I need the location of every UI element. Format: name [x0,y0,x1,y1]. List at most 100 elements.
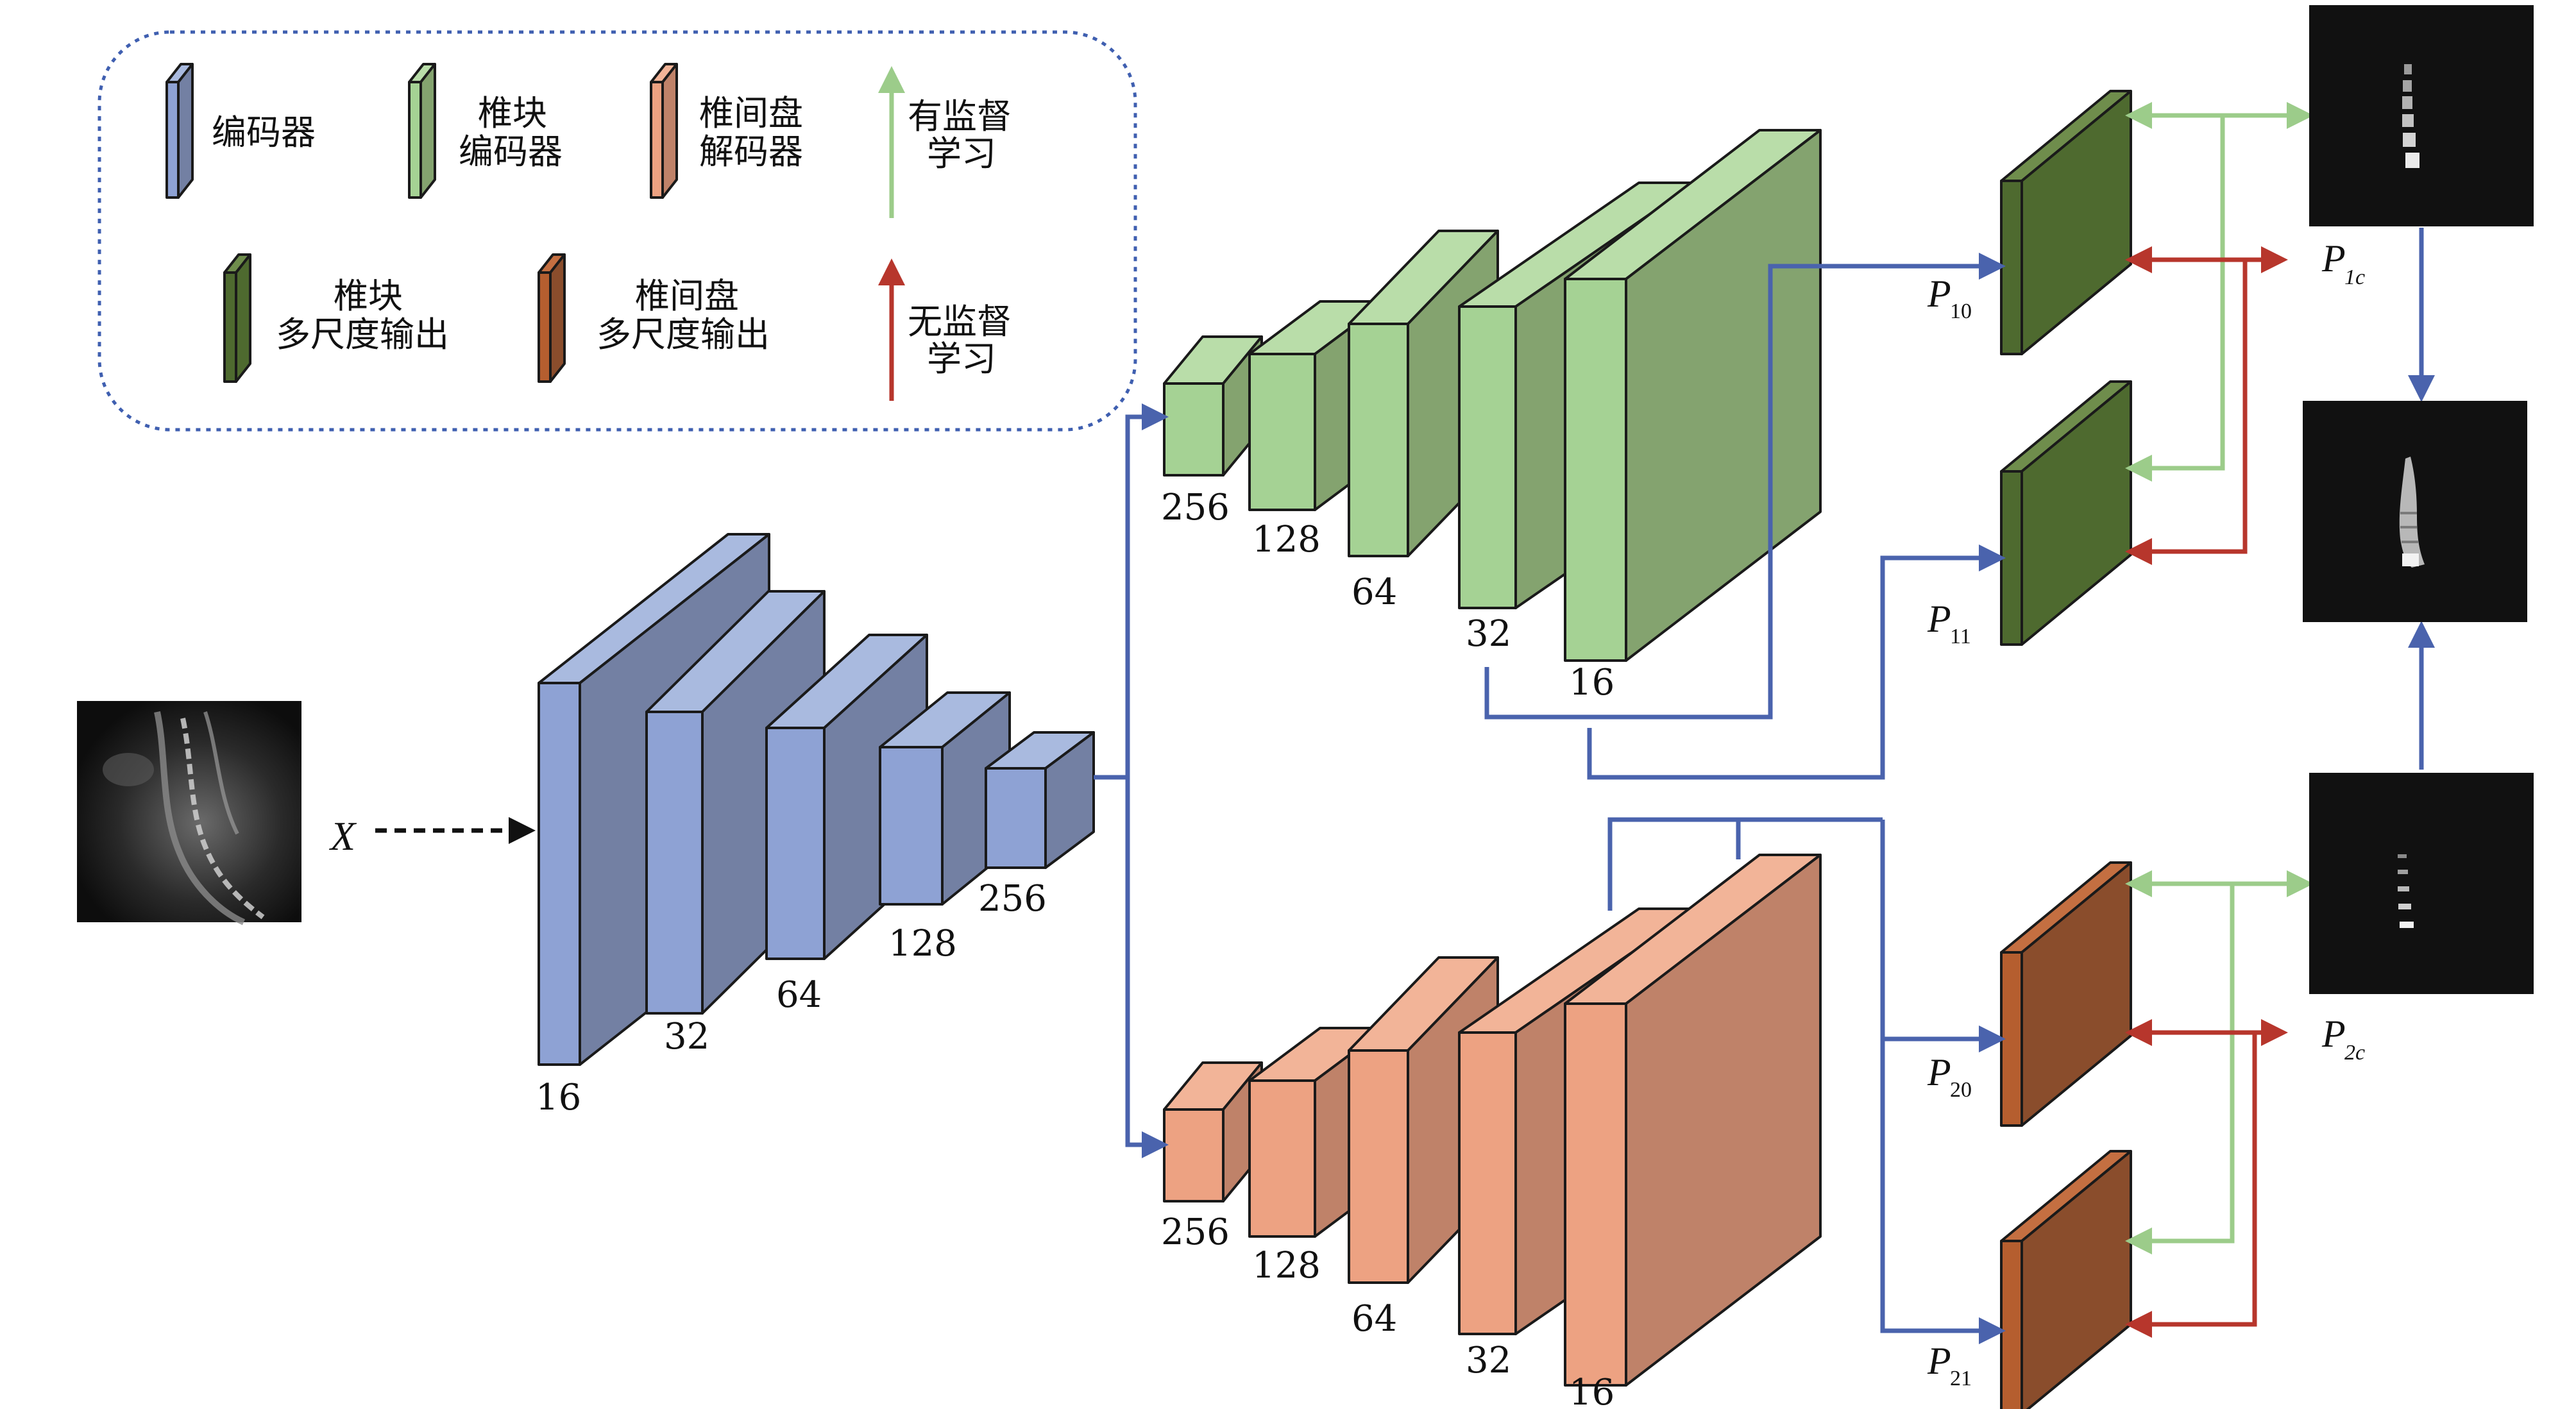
disc-size-label: 128 [1252,1245,1321,1287]
disc-decoder-block-front-face [1348,1049,1409,1284]
vertebra-size-label: 64 [1352,571,1397,613]
legend-disc-decoder-block [650,63,678,199]
legend-unsupervised-line2: 学习 [927,339,996,379]
vertebra-size-label: 128 [1252,519,1321,561]
p10-label: P 10 [1927,273,1972,323]
legend-supervised-line1: 有监督 [908,96,1012,137]
legend-disc-output-line2: 多尺度输出 [597,314,770,355]
disc-bus-to-p21 [1880,1039,2006,1344]
legend-encoder-label: 编码器 [212,112,316,153]
supervision-lines [2125,102,2314,1338]
encoder-size-label: 128 [888,923,957,965]
disc-output-block [2000,861,2132,1127]
svg-text:10: 10 [1950,300,1972,323]
vertebra-output-block [2000,380,2132,646]
legend-vertebra-output-block [223,253,251,383]
vertebra-32-to-p10 [1484,253,2006,720]
p2c-label: P 2c [2321,1013,2365,1065]
legend: 编码器 椎块 编码器 椎间盘 解码器 有监督 学习 椎块 多尺度输出 椎间盘 多… [97,30,1137,432]
vertebra-decoder-blocks [1163,129,1822,662]
legend-supervised-line2: 学习 [927,133,996,174]
legend-vertebra-output-swatch [223,253,251,383]
sup-branch-to-p21 [2125,884,2235,1254]
p1c-label: P 1c [2321,237,2365,289]
encoder-size-label: 256 [978,878,1047,920]
disc-decoder-block-front-face [1458,1031,1517,1335]
p20-label: P 20 [1927,1051,1972,1102]
vertebra-decoder-block-front-face [1248,353,1316,511]
legend-disc-output-block [538,253,566,383]
legend-vertebra-output-block-front-face [223,271,237,383]
vertebra-decoder-block-front-face [1163,382,1224,477]
input-mri-image [77,701,301,925]
legend-disc-output-swatch [538,253,566,383]
disc-mask-image [2309,773,2534,994]
svg-text:P: P [1927,273,1951,315]
vertebra-size-label: 16 [1569,662,1614,704]
disc-size-label: 16 [1569,1372,1614,1409]
encoder-block-front-face [985,767,1047,869]
disc-bus-to-p20 [1880,820,2006,1052]
vertebra-decoder-block-front-face [1564,278,1627,662]
legend-encoder-block-side-face [177,63,194,199]
disc-output-block [2000,1150,2132,1409]
legend-disc-output-line1: 椎间盘 [635,276,739,316]
legend-encoder-block [165,63,194,199]
legend-vertebra-encoder-block [408,63,436,199]
encoder-block-front-face [538,682,581,1066]
sup-branch-to-p11 [2125,115,2225,482]
encoder-block-front-face [645,711,704,1015]
p11-label: P 11 [1927,598,1971,648]
disc-size-label: 32 [1466,1340,1511,1381]
vertebra-decoder-block-front-face [1458,305,1517,609]
vertebra-decoder-block-front-face [1348,323,1409,557]
disc-decoder-block [1564,854,1822,1387]
encoder-block-front-face [879,746,944,906]
disc-decoder-block-front-face [1163,1108,1224,1202]
legend-vertebra-encoder-line1: 椎块 [478,93,547,133]
legend-vertebra-encoder-line2: 编码器 [459,131,563,172]
input-label: X [328,813,357,859]
svg-text:2c: 2c [2344,1041,2365,1065]
legend-disc-decoder-line1: 椎间盘 [699,93,803,133]
svg-text:21: 21 [1950,1367,1972,1390]
legend-vertebra-encoder-block-front-face [408,81,422,199]
legend-vertebra-output-line1: 椎块 [334,276,403,316]
disc-decoder-blocks [1163,854,1822,1387]
vertebra-decoder-block [1163,335,1263,477]
svg-text:P: P [2321,1013,2346,1055]
encoder-block [985,731,1095,869]
svg-text:11: 11 [1950,625,1971,648]
legend-disc-decoder-block-side-face [661,63,678,199]
legend-disc-output-block-side-face [549,253,566,383]
p21-label: P 21 [1927,1340,1972,1390]
svg-text:P: P [2321,237,2346,280]
branch-to-disc-decoder [1125,777,1169,1158]
vertebra-mask-image [2309,5,2534,226]
svg-text:20: 20 [1950,1078,1972,1102]
legend-vertebra-output-line2: 多尺度输出 [276,314,449,355]
vertebra-output-block-front-face [2000,180,2023,355]
legend-frame [97,30,1137,432]
disc-size-labels: 256 128 64 32 16 [1161,1211,1614,1409]
legend-disc-output-block-front-face [538,271,552,383]
vertebra-output-block [2000,90,2132,355]
disc-size-label: 64 [1352,1298,1397,1340]
flow-lines [1094,228,2435,1344]
legend-disc-decoder-swatch [650,63,678,199]
encoder-block-front-face [765,727,826,960]
encoder-size-label: 16 [536,1077,581,1118]
branch-to-vertebra-decoder [1125,403,1169,777]
uns-branch-to-p11 [2125,260,2248,565]
svg-text:1c: 1c [2344,266,2365,289]
svg-text:P: P [1927,1051,1951,1093]
disc-decoder-top-bus [1607,817,1883,911]
legend-vertebra-encoder-swatch [408,63,436,199]
encoder-blocks [538,533,1095,1066]
legend-encoder-block-front-face [165,81,180,199]
vertebra-size-label: 32 [1466,613,1511,655]
disc-output-block-front-face [2000,1240,2023,1409]
vertebra-16-to-p11 [1587,544,2006,780]
encoder-size-label: 64 [776,974,822,1016]
